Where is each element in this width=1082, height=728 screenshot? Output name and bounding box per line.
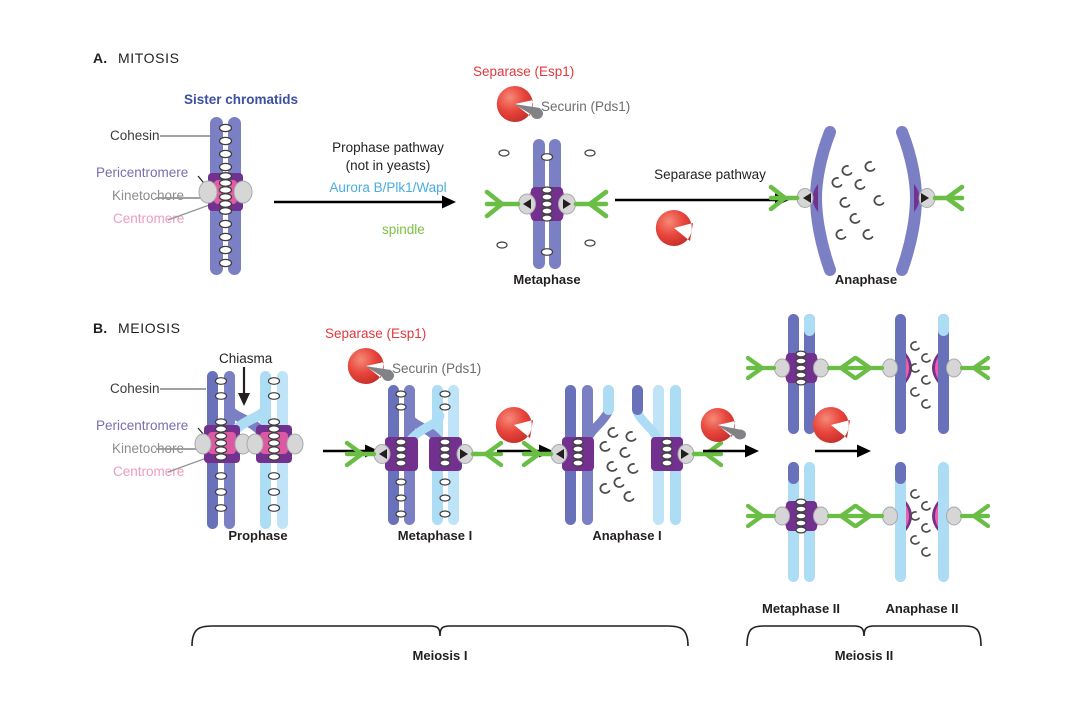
separase-label-meiosis: Separase (Esp1) (325, 326, 427, 341)
securin-label-meiosis: Securin (Pds1) (392, 361, 482, 376)
chromosome-mitosis-prophase (198, 117, 253, 275)
label-cohesin-meiosis: Cohesin (110, 381, 160, 396)
separase-active-meiosis1 (495, 406, 533, 444)
separase-active-mitosis (655, 209, 693, 247)
stage-label-anaphase: Anaphase (834, 272, 898, 287)
label-pericentromere-meiosis: Pericentromere (96, 418, 189, 433)
label-kinetochore-meiosis: Kinetochore (112, 441, 185, 456)
separase-securin-complex-mitosis (496, 85, 543, 123)
panel-b-title: MEIOSIS (118, 320, 181, 336)
chromosome-meiosis-anaphase1 (521, 385, 724, 525)
chromosome-meiosis-anaphase2-lower (853, 462, 991, 582)
arrow-mitosis-prophase-to-metaphase (274, 195, 456, 209)
bracket-meiosis-i (191, 625, 689, 647)
transition-separase-pathway: Separase pathway (654, 167, 766, 182)
chromosome-meiosis-metaphase1 (344, 385, 504, 525)
label-pericentromere-mitosis: Pericentromere (96, 165, 189, 180)
transition-prophase-pathway-line1: Prophase pathway (332, 140, 444, 155)
panel-b-letter: B. (93, 320, 108, 336)
chromosome-mitosis-anaphase (768, 126, 965, 276)
securin-label-mitosis: Securin (Pds1) (541, 99, 631, 114)
chromosome-mitosis-metaphase (484, 139, 609, 269)
separase-label-mitosis: Separase (Esp1) (473, 64, 575, 79)
arrow-meiosis-anaphase1-to-metaphase2 (703, 444, 759, 458)
transition-prophase-pathway-line2: (not in yeasts) (345, 158, 431, 173)
panel-a-title: MITOSIS (118, 50, 180, 66)
label-centromere-meiosis: Centromere (113, 464, 185, 479)
arrow-mitosis-metaphase-to-anaphase (615, 193, 789, 207)
bracket-label-meiosis-ii: Meiosis II (834, 648, 894, 663)
chromosome-meiosis-anaphase2-upper (853, 314, 991, 434)
stage-label-prophase: Prophase (228, 528, 288, 543)
label-cohesin-mitosis: Cohesin (110, 128, 160, 143)
panel-a-letter: A. (93, 50, 108, 66)
chiasma-arrow (238, 367, 250, 406)
spindle-label: spindle (382, 222, 425, 237)
chiasma-label: Chiasma (219, 351, 273, 366)
arrow-meiosis-metaphase2-to-anaphase2 (815, 444, 871, 458)
stage-label-anaphase1: Anaphase I (592, 528, 662, 543)
chromosome-meiosis-metaphase2-lower (745, 462, 858, 582)
bracket-meiosis-ii (746, 625, 982, 647)
separase-securin-meiosis2-entry (700, 407, 746, 443)
label-centromere-mitosis: Centromere (113, 211, 185, 226)
bracket-label-meiosis-i: Meiosis I (412, 648, 468, 663)
stage-label-metaphase2: Metaphase II (761, 601, 841, 616)
chromosome-meiosis-metaphase2-upper (745, 314, 858, 434)
sister-chromatids-label: Sister chromatids (184, 92, 299, 107)
separase-active-meiosis2 (812, 406, 850, 444)
label-kinetochore-mitosis: Kinetochore (112, 188, 185, 203)
separase-securin-complex-meiosis (347, 347, 394, 385)
stage-label-metaphase1: Metaphase I (397, 528, 473, 543)
stage-label-metaphase: Metaphase (513, 272, 581, 287)
chromosome-meiosis-prophase (194, 371, 304, 529)
transition-aurora-factors: Aurora B/Plk1/Wapl (329, 180, 447, 195)
stage-label-anaphase2: Anaphase II (885, 601, 959, 616)
